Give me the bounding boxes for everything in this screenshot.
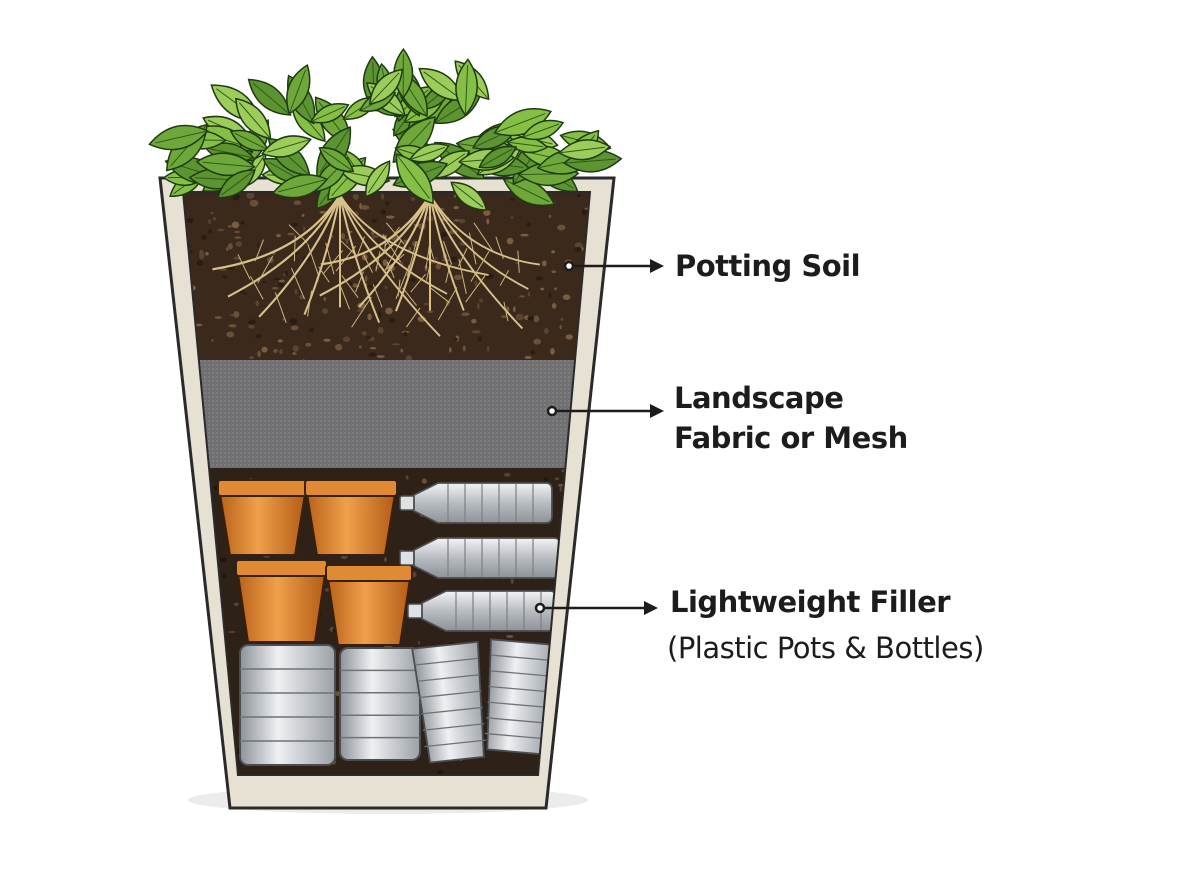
callout-dot-soil [563,260,575,272]
label-filler-line2: (Plastic Pots & Bottles) [667,631,984,665]
callout-dot-filler [534,602,546,614]
callout-dot-fabric [546,405,558,417]
leaf [521,119,565,141]
leaf [493,108,553,137]
terracotta-pot [217,479,308,556]
terracotta-pot [304,479,398,556]
terracotta-pot [235,559,328,643]
leaf [455,58,478,117]
leaf [216,169,256,199]
label-fabric-line2: Fabric or Mesh [674,421,908,455]
leaf [418,67,464,102]
plastic-bottle [399,537,561,579]
leaf [271,173,329,199]
label-potting-soil: Potting Soil [675,249,861,283]
plant-roots [212,194,540,337]
leaf [235,97,272,140]
leaf [247,78,292,116]
label-fabric-line1: Landscape [674,381,844,415]
plastic-bottle [399,482,553,524]
callout-arrows [534,259,664,615]
label-filler-line1: Lightweight Filler [670,585,951,619]
leaf [318,147,355,173]
potting-soil-layer [183,192,590,365]
leaf [395,153,434,205]
terracotta-pot [325,564,413,646]
leaf [229,129,269,152]
leaf [478,145,518,169]
leaf [557,139,612,161]
plastic-jar [339,647,421,761]
leaf [450,181,488,211]
plastic-jar [239,644,336,766]
plastic-cup-stack [411,640,487,764]
leaf [365,160,391,198]
landscape-fabric-layer [183,360,590,468]
leaf [261,135,312,158]
filler-items [217,479,561,766]
leaf [408,143,450,163]
leaf [286,63,311,115]
leaf [148,124,209,151]
leaf [368,68,404,105]
leaf [506,136,549,154]
plant-foliage [148,47,623,211]
leaf [195,152,256,177]
leaf [309,103,350,124]
